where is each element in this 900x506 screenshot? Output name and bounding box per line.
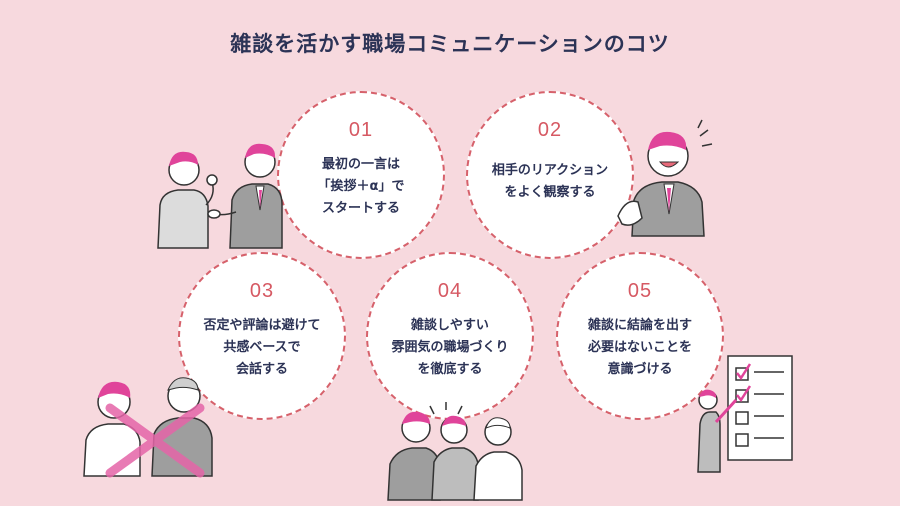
tip-line: 意識づける xyxy=(607,362,673,377)
tip-text: 相手のリアクション をよく観察する xyxy=(492,160,608,204)
tip-number: 01 xyxy=(344,119,378,141)
tip-card-04: 04 雑談しやすい 雰囲気の職場づくり を徹底する xyxy=(366,252,534,420)
tip-line: をよく観察する xyxy=(504,185,596,200)
tip-card-05: 05 雑談に結論を出す 必要はないことを 意識づける xyxy=(556,252,724,420)
tip-card-02: 02 相手のリアクション をよく観察する xyxy=(466,91,634,259)
disagreement-illustration xyxy=(83,377,213,478)
checklist-illustration xyxy=(697,355,793,473)
tip-line: 雰囲気の職場づくり xyxy=(391,340,509,355)
tip-card-01: 01 最初の一言は 「挨拶＋α」で スタートする xyxy=(277,91,445,259)
tip-line: 「挨拶＋α」で xyxy=(317,179,405,194)
tip-line: 共感ベースで xyxy=(223,340,301,355)
tip-number: 03 xyxy=(245,280,279,302)
tip-text: 否定や評論は避けて 共感ベースで 会話する xyxy=(203,315,320,381)
tip-line: 雑談しやすい xyxy=(411,318,489,333)
tip-number: 02 xyxy=(533,119,567,141)
tip-text: 最初の一言は 「挨拶＋α」で スタートする xyxy=(318,154,405,220)
page-title: 雑談を活かす職場コミュニケーションのコツ xyxy=(230,32,670,56)
tip-number: 04 xyxy=(433,280,467,302)
tip-line: 否定や評論は避けて xyxy=(203,318,321,333)
group-chat-illustration xyxy=(387,402,523,501)
tip-line: 最初の一言は xyxy=(321,157,400,172)
tip-text: 雑談に結論を出す 必要はないことを 意識づける xyxy=(588,315,692,381)
tip-line: を徹底する xyxy=(417,362,483,377)
tip-line: 必要はないことを xyxy=(587,340,692,355)
tip-card-03: 03 否定や評論は避けて 共感ベースで 会話する xyxy=(178,252,346,420)
tip-line: 相手のリアクション xyxy=(491,163,609,178)
greeting-people-illustration xyxy=(157,143,283,249)
tip-line: 雑談に結論を出す xyxy=(587,318,692,333)
laughing-man-illustration xyxy=(617,119,713,237)
tip-number: 05 xyxy=(623,280,657,302)
tip-line: 会話する xyxy=(235,362,288,377)
tip-text: 雑談しやすい 雰囲気の職場づくり を徹底する xyxy=(391,315,508,381)
tip-line: スタートする xyxy=(321,201,400,216)
